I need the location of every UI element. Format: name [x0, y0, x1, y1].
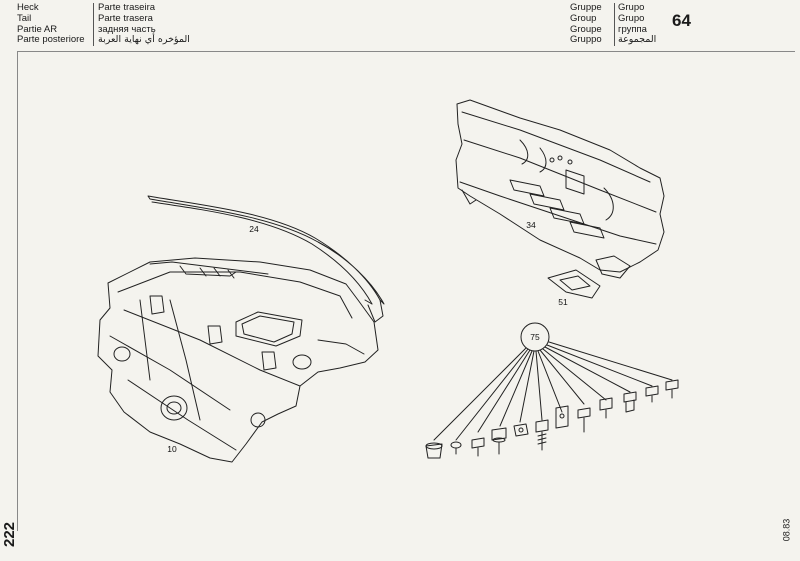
title-it: Parte posteriore — [17, 34, 85, 46]
group-it: Gruppo — [570, 34, 602, 46]
part-rear-panel — [97, 257, 379, 463]
frame-top-rule — [17, 51, 795, 52]
callout-24: 24 — [249, 224, 259, 234]
group-number: 64 — [672, 11, 691, 30]
group-pt: Grupo — [618, 2, 645, 13]
group-label-column: Gruppe Group Groupe Gruppo — [570, 2, 602, 46]
title-ru: задняя часть — [98, 23, 156, 35]
part-fasteners — [425, 322, 679, 459]
group-es: Grupo — [618, 12, 645, 24]
title-es: Parte trasera — [98, 12, 153, 24]
group-ar: المجموعة — [618, 34, 657, 46]
group-de: Gruppe — [570, 2, 602, 13]
section-title-column: Heck Tail Partie AR Parte posteriore — [17, 2, 85, 46]
group-ru: группа — [618, 23, 647, 35]
callout-34: 34 — [526, 220, 536, 230]
fastener-bubble — [520, 322, 550, 352]
title-ar: المؤخره أي نهاية العربة — [98, 34, 190, 46]
callout-51: 51 — [558, 297, 568, 307]
part-bracket — [547, 269, 601, 299]
group-en: Group — [570, 12, 597, 24]
title-fr: Partie AR — [17, 23, 58, 35]
part-crossmember — [147, 195, 385, 323]
group-label-column-2: Grupo Grupo группа المجموعة — [618, 2, 657, 46]
callout-10: 10 — [167, 444, 177, 454]
callout-75: 75 — [530, 332, 540, 342]
group-fr: Groupe — [570, 23, 602, 35]
section-title-column-2: Parte traseira Parte trasera задняя част… — [98, 2, 190, 46]
part-tail-panel — [455, 99, 665, 279]
title-de: Heck — [17, 2, 39, 13]
page-header: Heck Tail Partie AR Parte posteriore Par… — [0, 0, 800, 50]
header-divider — [93, 3, 94, 46]
frame-left-rule — [17, 51, 18, 531]
title-en: Tail — [17, 12, 32, 24]
title-pt: Parte traseira — [98, 2, 156, 13]
header-divider-2 — [614, 3, 615, 46]
